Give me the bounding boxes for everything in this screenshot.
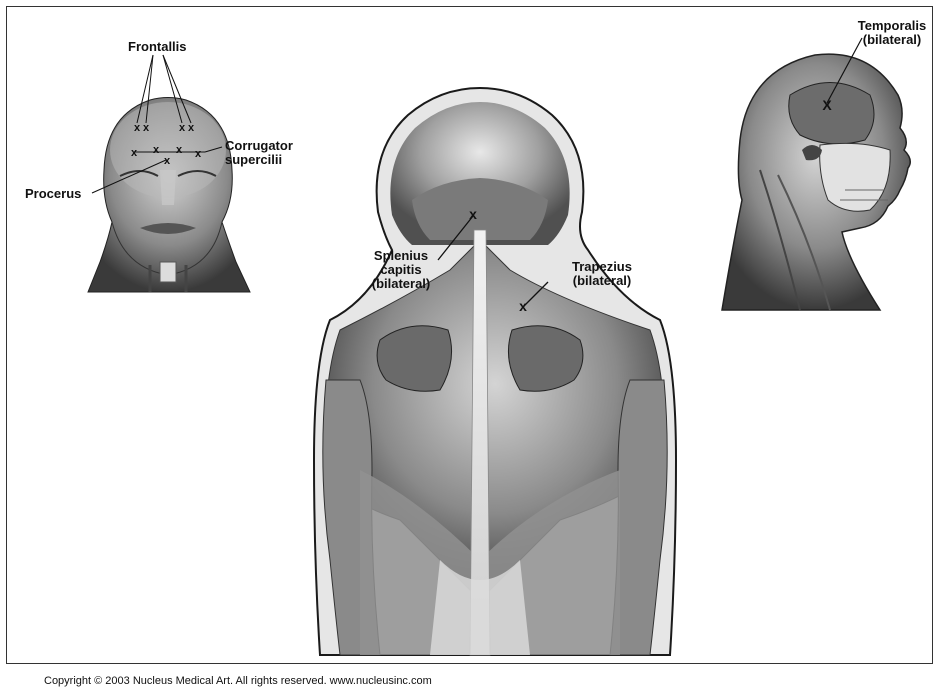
label-corrugator-line1: Corrugator <box>225 139 293 153</box>
svg-text:X: X <box>822 97 832 113</box>
svg-text:x: x <box>153 144 160 156</box>
label-corrugator: Corrugator supercilii <box>225 139 293 167</box>
svg-text:x: x <box>519 298 527 314</box>
svg-text:x: x <box>176 144 183 156</box>
svg-text:x: x <box>179 122 186 134</box>
label-splenius-line1: Splenius <box>358 249 444 263</box>
back-posterior-illustration <box>314 88 676 655</box>
svg-text:x: x <box>134 122 141 134</box>
svg-text:x: x <box>188 122 195 134</box>
label-procerus: Procerus <box>25 187 81 201</box>
head-x-mark: X <box>822 97 832 113</box>
copyright-text: Copyright © 2003 Nucleus Medical Art. Al… <box>44 675 432 687</box>
label-temporalis-line2: (bilateral) <box>852 33 932 47</box>
label-splenius-line3: (bilateral) <box>358 277 444 291</box>
label-trapezius-line1: Trapezius <box>560 260 644 274</box>
label-splenius-capitis: Splenius capitis (bilateral) <box>358 249 444 291</box>
svg-text:x: x <box>131 147 138 159</box>
label-trapezius: Trapezius (bilateral) <box>560 260 644 288</box>
svg-text:x: x <box>164 155 171 167</box>
label-frontallis: Frontallis <box>128 40 187 54</box>
face-front-illustration <box>88 98 250 293</box>
svg-text:x: x <box>469 206 477 222</box>
label-temporalis-line1: Temporalis <box>852 19 932 33</box>
svg-text:x: x <box>195 148 202 160</box>
label-trapezius-line2: (bilateral) <box>560 274 644 288</box>
label-temporalis: Temporalis (bilateral) <box>852 19 932 47</box>
label-splenius-line2: capitis <box>358 263 444 277</box>
svg-text:x: x <box>143 122 150 134</box>
label-corrugator-line2: supercilii <box>225 153 293 167</box>
head-lateral-illustration <box>722 54 910 310</box>
